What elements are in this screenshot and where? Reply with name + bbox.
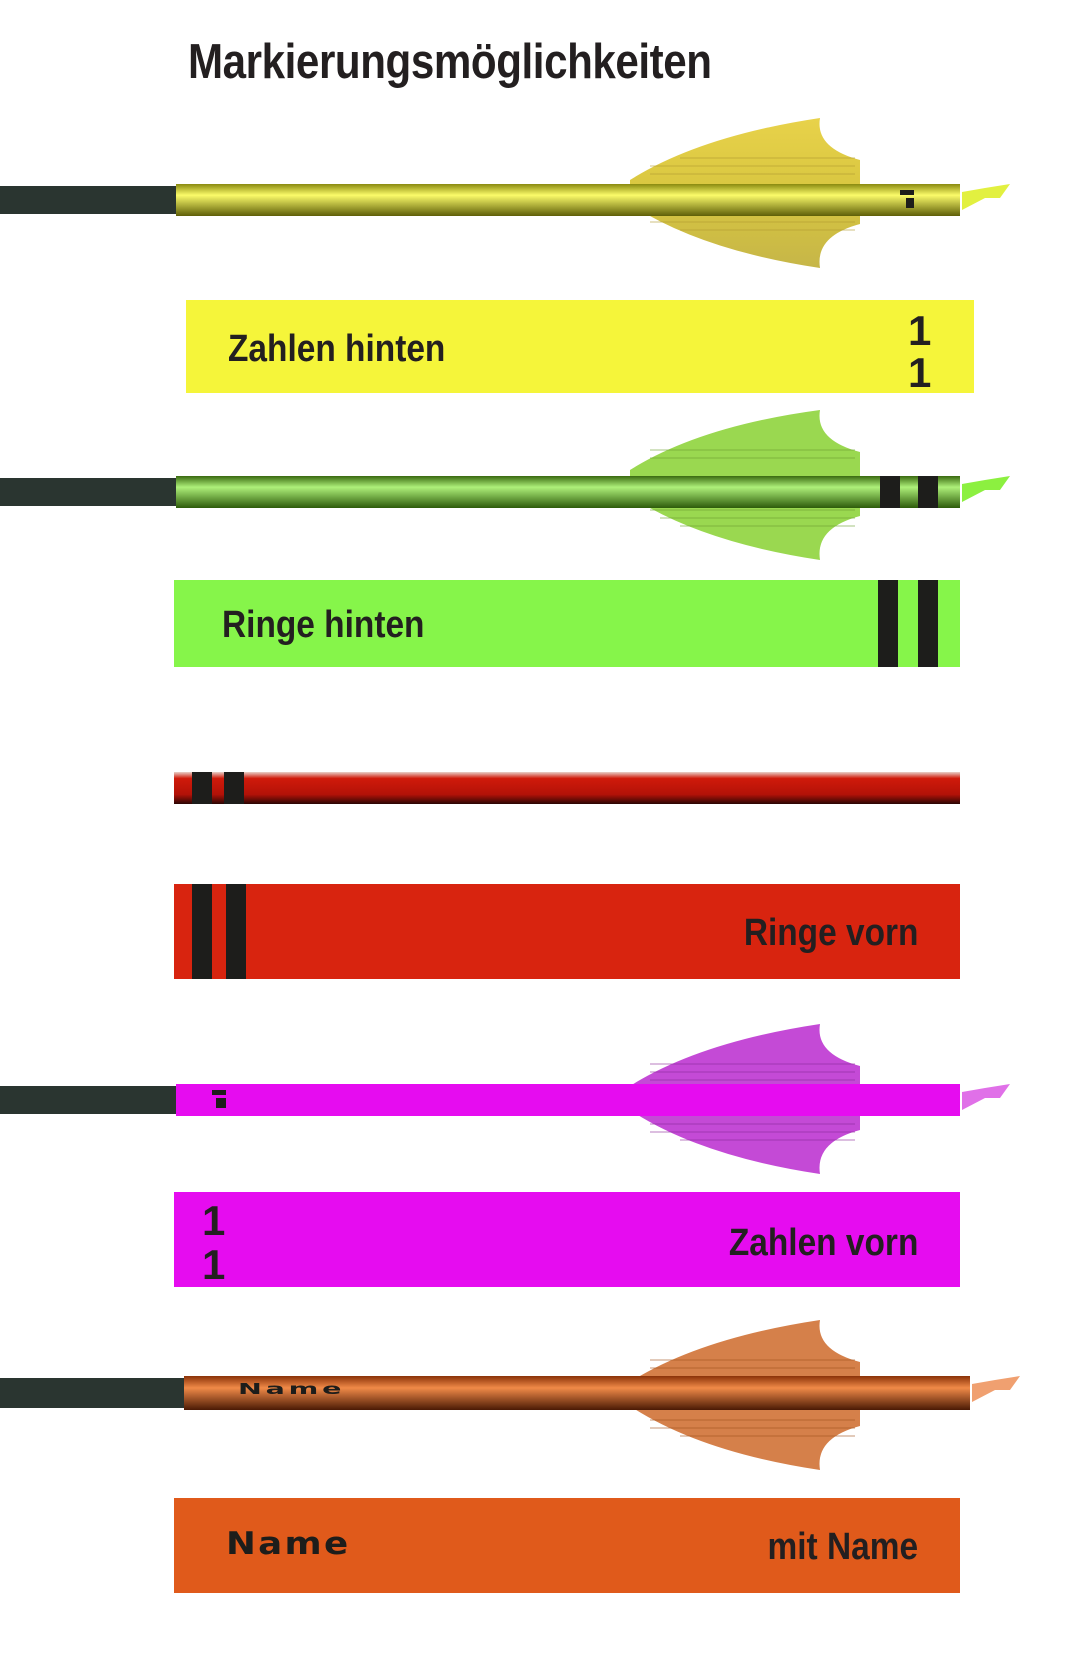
nock [962,184,1010,210]
arrow-orange: Name [0,1320,1040,1480]
wrap-zahlen-vorn: 1 1 Zahlen vorn [174,1192,960,1287]
wrap-label: Ringe vorn [743,912,918,954]
wrap-ringe-vorn: Ringe vorn [174,884,960,979]
page-title: Markierungsmöglichkeiten [188,35,712,89]
shaft-wrap [174,772,960,804]
nock [962,1084,1010,1110]
wrap-label: mit Name [767,1526,918,1568]
ring-marking [878,580,898,667]
name-marking: Name [226,1526,351,1562]
shaft-carbon [0,1378,184,1408]
arrow-green [0,410,1040,570]
shaft-wrap [176,476,960,508]
wrap-label: Zahlen vorn [728,1222,918,1264]
arrow-red [174,772,960,806]
arrow-magenta [0,1024,1040,1184]
ring-marking [226,884,246,979]
number-marking: 1 [202,1241,226,1288]
wrap-zahlen-hinten: Zahlen hinten 1 1 [186,300,974,396]
nock [972,1376,1020,1402]
shaft-wrap [176,1084,960,1116]
shaft-carbon [0,186,176,214]
arrow-yellow [0,118,1040,278]
ring-marking [918,580,938,667]
wrap-label: Ringe hinten [222,604,425,646]
shaft-carbon [0,1086,176,1114]
nock [962,476,1010,502]
shaft-wrap [184,1376,970,1410]
number-marking: 1 [908,349,932,396]
number-marking: 1 [908,307,932,354]
wrap-mit-name: Name mit Name [174,1498,960,1593]
shaft-wrap [176,184,960,216]
wrap-label: Zahlen hinten [228,328,446,370]
shaft-carbon [0,478,176,506]
ring-marking [192,884,212,979]
wrap-ringe-hinten: Ringe hinten [174,580,960,667]
number-marking: 1 [202,1197,226,1244]
arrow-name-print: Name [238,1380,346,1398]
